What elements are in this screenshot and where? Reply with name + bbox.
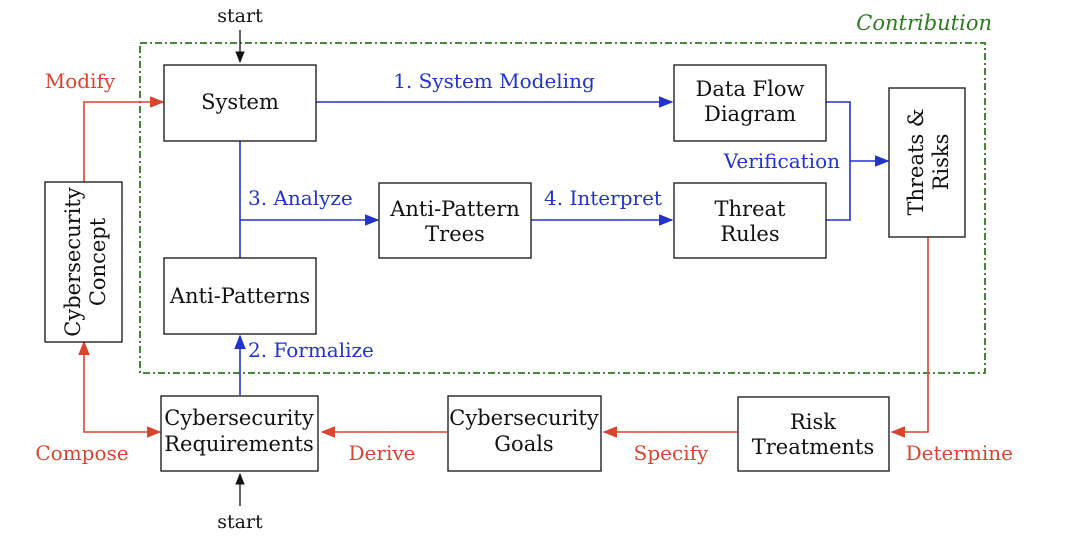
edge-label-modify: Modify [45,69,116,93]
node-cybersecurity-requirements: Cybersecurity Requirements [160,395,319,472]
node-threat-rules-line-2: Rules [720,222,779,246]
node-threats-risks: Threats & Risks [888,87,966,238]
node-requirements-line-2: Requirements [164,432,313,456]
edge-label-verification: Verification [723,149,840,173]
node-threats-line-1: Threats & [904,108,928,215]
contribution-label: Contribution [856,11,992,35]
node-goals-line-1: Cybersecurity [449,406,599,430]
edge-determine [890,237,929,438]
edge-compose [78,340,162,438]
edge-label-formalize: 2. Formalize [248,338,374,362]
edge-label-determine: Determine [906,441,1013,465]
node-apt-line-2: Trees [425,222,485,246]
node-cybersecurity-concept: Cybersecurity Concept [44,181,123,343]
edge-label-analyze: 3. Analyze [248,186,353,210]
node-anti-pattern-trees: Anti-Pattern Trees [378,182,532,259]
node-dfd-line-1: Data Flow [696,77,805,101]
node-treatments-line-2: Treatments [752,435,875,459]
node-goals-line-2: Goals [494,432,553,456]
node-risk-treatments: Risk Treatments [737,396,890,472]
node-requirements-line-1: Cybersecurity [164,406,314,430]
node-cybersecurity-goals: Cybersecurity Goals [447,395,602,472]
edge-label-interpret: 4. Interpret [544,186,662,210]
node-treatments-line-1: Risk [790,410,836,434]
edge-label-derive: Derive [349,441,416,465]
contribution-frame [139,42,986,374]
edge-modify [83,96,165,182]
node-system: System [163,64,317,142]
node-anti-patterns: Anti-Patterns [163,257,317,335]
edge-label-system-modeling: 1. System Modeling [393,69,595,93]
node-anti-patterns-label: Anti-Patterns [169,284,310,308]
start-label-bottom: start [217,511,263,533]
edge-label-specify: Specify [634,441,709,465]
node-data-flow-diagram: Data Flow Diagram [673,64,827,142]
node-threats-line-2: Risks [929,134,953,191]
node-concept-line-2: Concept [86,217,110,306]
node-threat-rules-line-1: Threat [715,197,787,221]
node-dfd-line-2: Diagram [704,102,796,126]
start-label-top: start [217,5,263,27]
node-apt-line-1: Anti-Pattern [389,197,520,221]
edge-label-compose: Compose [35,441,128,465]
node-system-label: System [201,90,279,114]
node-threat-rules: Threat Rules [673,182,827,259]
node-concept-line-1: Cybersecurity [61,187,85,337]
